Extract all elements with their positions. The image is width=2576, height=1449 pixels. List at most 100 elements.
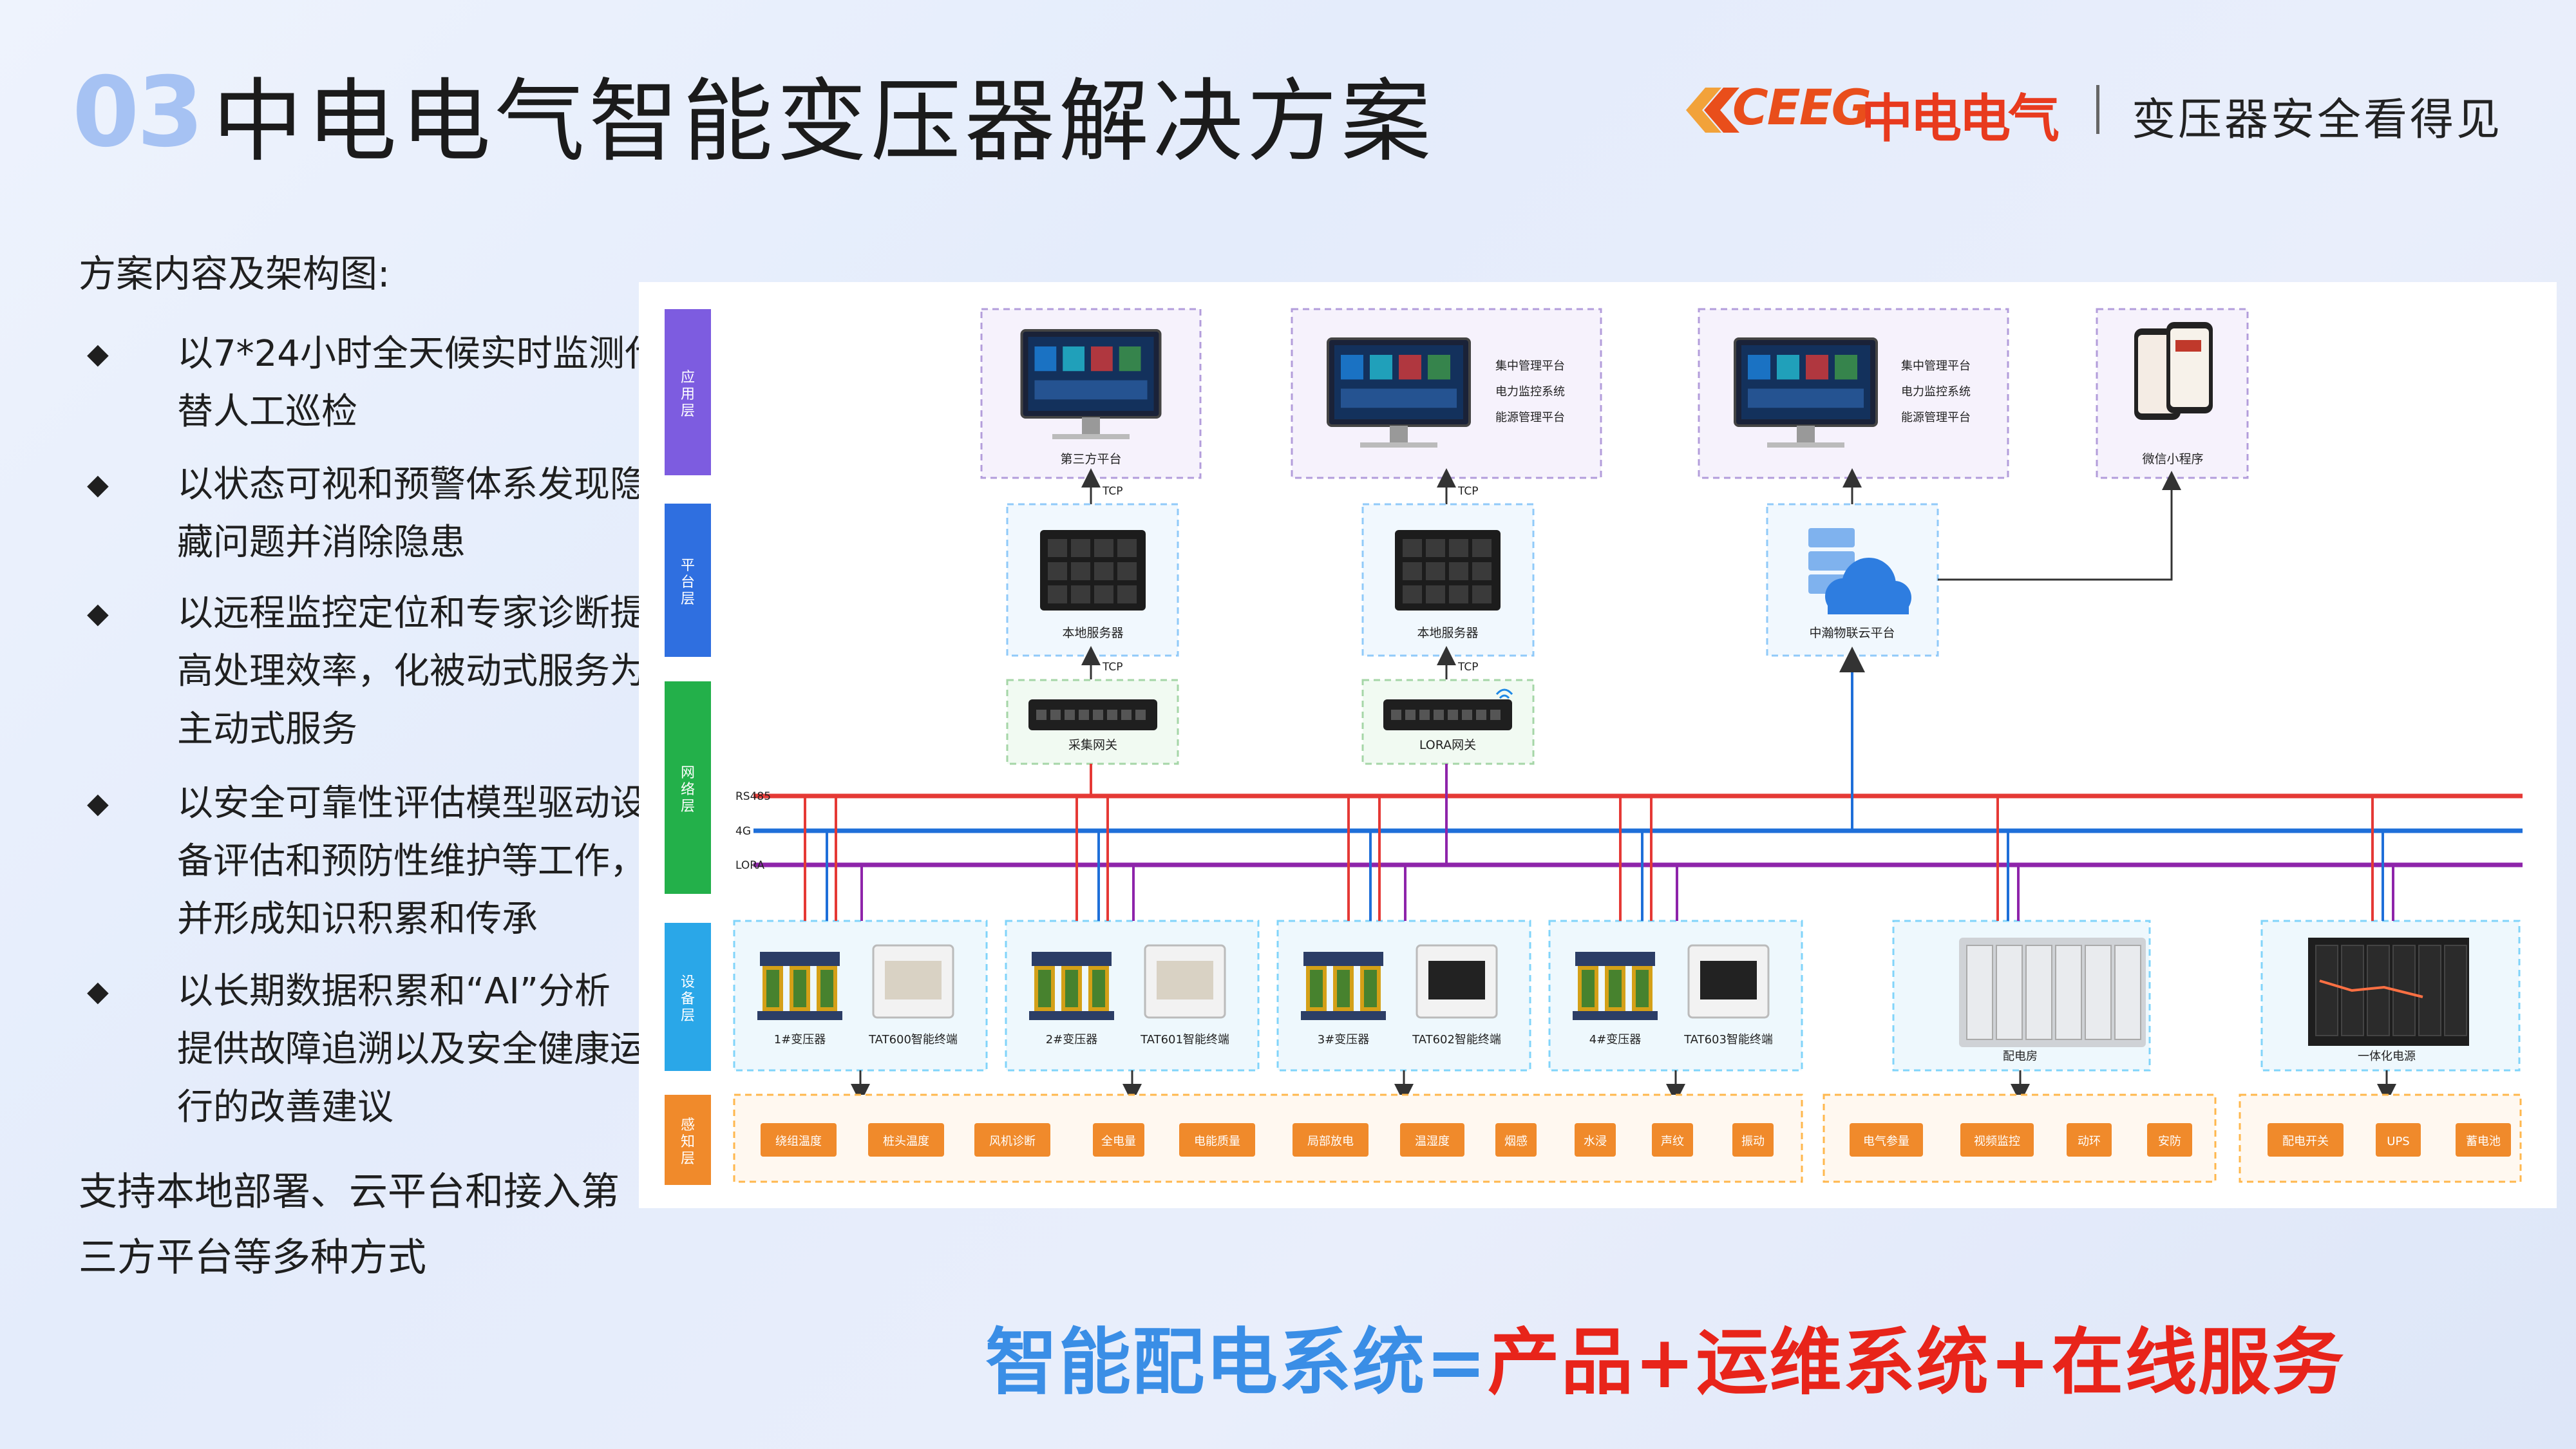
bullet-line: 以状态可视和预警体系发现隐 bbox=[177, 464, 646, 506]
sensor-label: 温湿度 bbox=[1415, 1135, 1450, 1148]
sensor-chip bbox=[1093, 1123, 1144, 1157]
screen-widget bbox=[1091, 346, 1113, 372]
transformer-coil bbox=[793, 970, 806, 1007]
transformer-coil bbox=[1364, 970, 1377, 1007]
gateway-label: LORA网关 bbox=[1419, 738, 1476, 752]
gateway-port bbox=[1419, 710, 1430, 720]
terminal-screen bbox=[1428, 961, 1485, 999]
server-bay bbox=[1426, 562, 1445, 580]
transformer-coil bbox=[1609, 970, 1622, 1007]
sensor-chip bbox=[2456, 1123, 2511, 1157]
gateway-port bbox=[1036, 710, 1046, 720]
layer-label-char: 平 bbox=[681, 558, 695, 574]
server-bay bbox=[1048, 585, 1067, 603]
gateway-port bbox=[1391, 710, 1401, 720]
screen-widget bbox=[1034, 346, 1057, 372]
sensor-chip bbox=[1495, 1123, 1537, 1157]
sensor-label: 视频监控 bbox=[1974, 1135, 2020, 1148]
transformer-coil bbox=[1092, 970, 1105, 1007]
terminal-screen bbox=[885, 961, 942, 999]
brand-divider bbox=[2096, 85, 2099, 134]
transformer-label: 1#变压器 bbox=[774, 1033, 826, 1046]
screen-widget bbox=[1428, 355, 1450, 380]
server-bay bbox=[1071, 562, 1090, 580]
server-bay bbox=[1426, 539, 1445, 557]
sensor-label: 振动 bbox=[1741, 1135, 1765, 1148]
tcp-label: TCP bbox=[1457, 485, 1479, 498]
sensor-chip bbox=[2067, 1123, 2112, 1157]
formula-right: 产品+运维系统+在线服务 bbox=[1487, 1321, 2345, 1405]
server-bay bbox=[1117, 585, 1137, 603]
gateway-port bbox=[1050, 710, 1061, 720]
layer-bar bbox=[665, 309, 711, 475]
brand-name-cn: 中电电气 bbox=[1861, 89, 2060, 149]
transformer-label: 2#变压器 bbox=[1046, 1033, 1098, 1046]
formula-banner: 智能配电系统=产品+运维系统+在线服务 bbox=[985, 1304, 2345, 1408]
bullet-line: 并形成知识积累和传承 bbox=[177, 898, 538, 940]
switchgear-cabinet bbox=[2055, 945, 2082, 1040]
layer-bar bbox=[665, 923, 711, 1071]
layer-label-char: 层 bbox=[681, 799, 695, 815]
sensor-chip bbox=[1652, 1123, 1693, 1157]
gateway-port bbox=[1448, 710, 1458, 720]
layer-bar bbox=[665, 1095, 711, 1185]
sensor-label: UPS bbox=[2387, 1135, 2409, 1148]
switchgear-cabinet bbox=[2025, 945, 2052, 1040]
ceeg-logo-mark bbox=[1686, 88, 1739, 133]
sensor-chip bbox=[1293, 1123, 1368, 1157]
app-feature: 电力监控系统 bbox=[1901, 385, 1971, 399]
sensor-label: 烟感 bbox=[1504, 1135, 1528, 1148]
bullet-line: 主动式服务 bbox=[177, 708, 357, 750]
server-bay bbox=[1426, 585, 1445, 603]
sensor-chip bbox=[1850, 1123, 1923, 1157]
bullet-line: 高处理效率，化被动式服务为 bbox=[177, 650, 646, 692]
brand-name-en: CEEG bbox=[1732, 79, 1871, 136]
server-bay bbox=[1449, 539, 1468, 557]
screen-widget bbox=[1034, 380, 1148, 400]
gateway-port bbox=[1490, 710, 1501, 720]
monitor-stand bbox=[1797, 426, 1815, 444]
sensor-label: 桩头温度 bbox=[883, 1135, 929, 1148]
switchgear-cabinet bbox=[2114, 945, 2141, 1040]
platform-label: 中瀚物联云平台 bbox=[1809, 626, 1895, 640]
transformer-base bbox=[1301, 1011, 1386, 1020]
terminal-label: TAT601智能终端 bbox=[1140, 1033, 1229, 1046]
device-label: 配电房 bbox=[2003, 1050, 2038, 1063]
screen-widget bbox=[1370, 355, 1392, 380]
formula-left: 智能配电系统 bbox=[985, 1321, 1426, 1405]
screen-widget bbox=[1063, 346, 1084, 372]
sensor-label: 风机诊断 bbox=[989, 1135, 1036, 1148]
server-bay bbox=[1094, 539, 1113, 557]
server-bay bbox=[1117, 539, 1137, 557]
screen-widget bbox=[1835, 355, 1857, 380]
bullet-diamond-icon: ◆ bbox=[87, 975, 109, 1008]
monitor-base bbox=[1052, 434, 1130, 439]
bullet-line: 以7*24小时全天候实时监测代 bbox=[177, 333, 661, 375]
terminal-screen bbox=[1157, 961, 1213, 999]
sensor-chip bbox=[2147, 1123, 2192, 1157]
sensor-label: 水浸 bbox=[1584, 1135, 1607, 1148]
gateway-port bbox=[1093, 710, 1103, 720]
switchgear-cabinet bbox=[1996, 945, 2023, 1040]
sensor-chip bbox=[1575, 1123, 1616, 1157]
server-bay bbox=[1048, 539, 1067, 557]
app-feature: 集中管理平台 bbox=[1495, 359, 1565, 373]
server-bay bbox=[1094, 562, 1113, 580]
screen-widget bbox=[1748, 355, 1770, 380]
sensor-chip bbox=[1400, 1123, 1464, 1157]
layer-label-char: 层 bbox=[681, 1151, 695, 1167]
bullet-line: 藏问题并消除隐患 bbox=[177, 522, 466, 564]
sensor-label: 安防 bbox=[2158, 1135, 2181, 1148]
transformer-coil bbox=[1636, 970, 1649, 1007]
bullet-line: 替人工巡检 bbox=[177, 391, 357, 433]
layer-label-char: 应 bbox=[681, 370, 695, 386]
section-number: 03 bbox=[72, 57, 204, 169]
app-feature: 能源管理平台 bbox=[1901, 411, 1971, 424]
gateway-port bbox=[1121, 710, 1132, 720]
sensor-chip bbox=[1960, 1123, 2034, 1157]
layer-label-char: 设 bbox=[681, 974, 695, 990]
screen-widget bbox=[1399, 355, 1421, 380]
server-bay bbox=[1403, 585, 1422, 603]
sensor-label: 绕组温度 bbox=[775, 1135, 822, 1148]
section-heading: 方案内容及架构图: bbox=[79, 252, 390, 296]
